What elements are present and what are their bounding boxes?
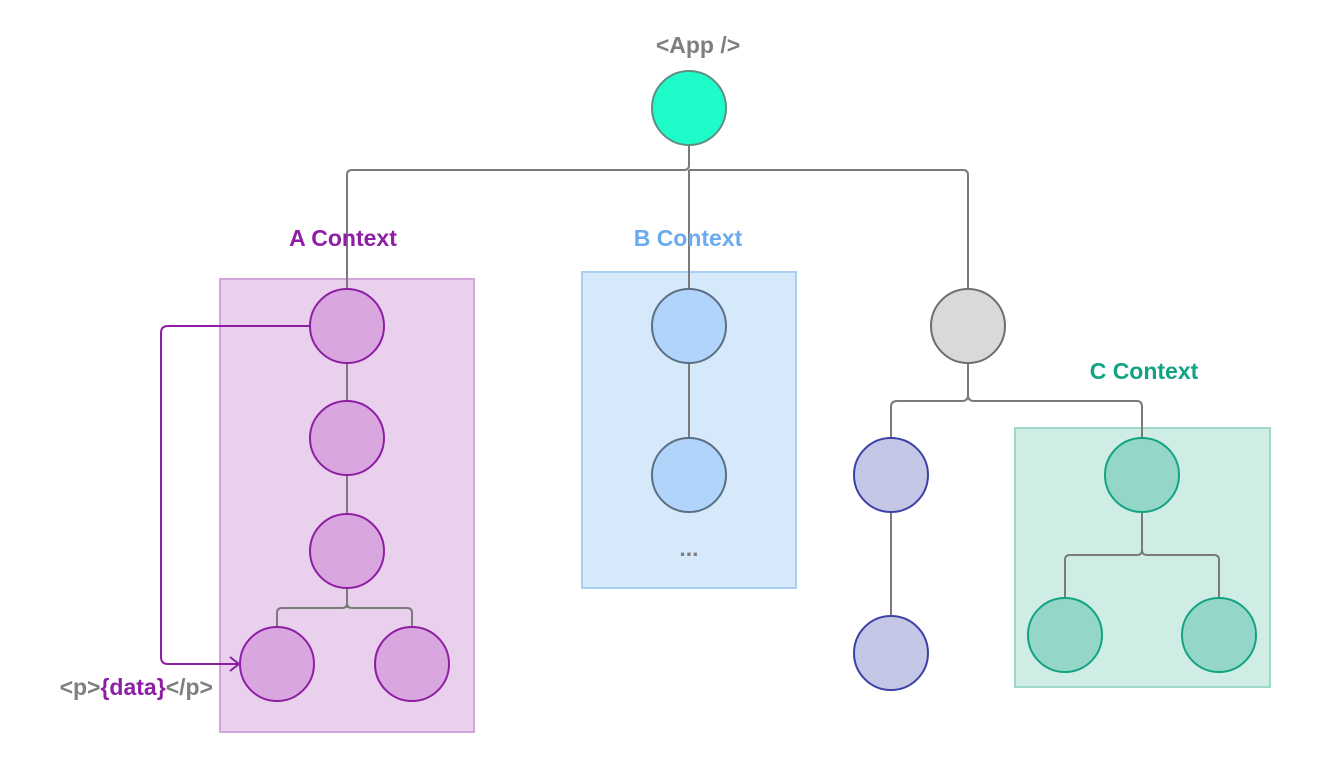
c-left-node [1027,597,1103,673]
a-grandchild-node [309,513,385,589]
consumer-tag-label: <p>{data}</p> [60,674,213,700]
a-consumer-node [239,626,315,702]
close-tag: </p> [166,674,213,700]
tree-connectors [276,145,1220,628]
b-provider-node [651,288,727,364]
open-tag: <p> [60,674,101,700]
indigo-leaf-node [853,615,929,691]
data-placeholder: {data} [100,674,165,700]
gray-node [930,288,1006,364]
app-root-label: <App /> [656,32,740,58]
c-provider-node [1104,437,1180,513]
a-leaf-node [374,626,450,702]
a-context-label: A Context [289,225,397,251]
b-context-label: B Context [634,225,743,251]
app-root-node [651,70,727,146]
b-ellipsis: ... [679,535,698,561]
c-context-label: C Context [1090,358,1199,384]
a-child-node [309,400,385,476]
a-provider-node [309,288,385,364]
b-child-node [651,437,727,513]
c-right-node [1181,597,1257,673]
indigo-node [853,437,929,513]
